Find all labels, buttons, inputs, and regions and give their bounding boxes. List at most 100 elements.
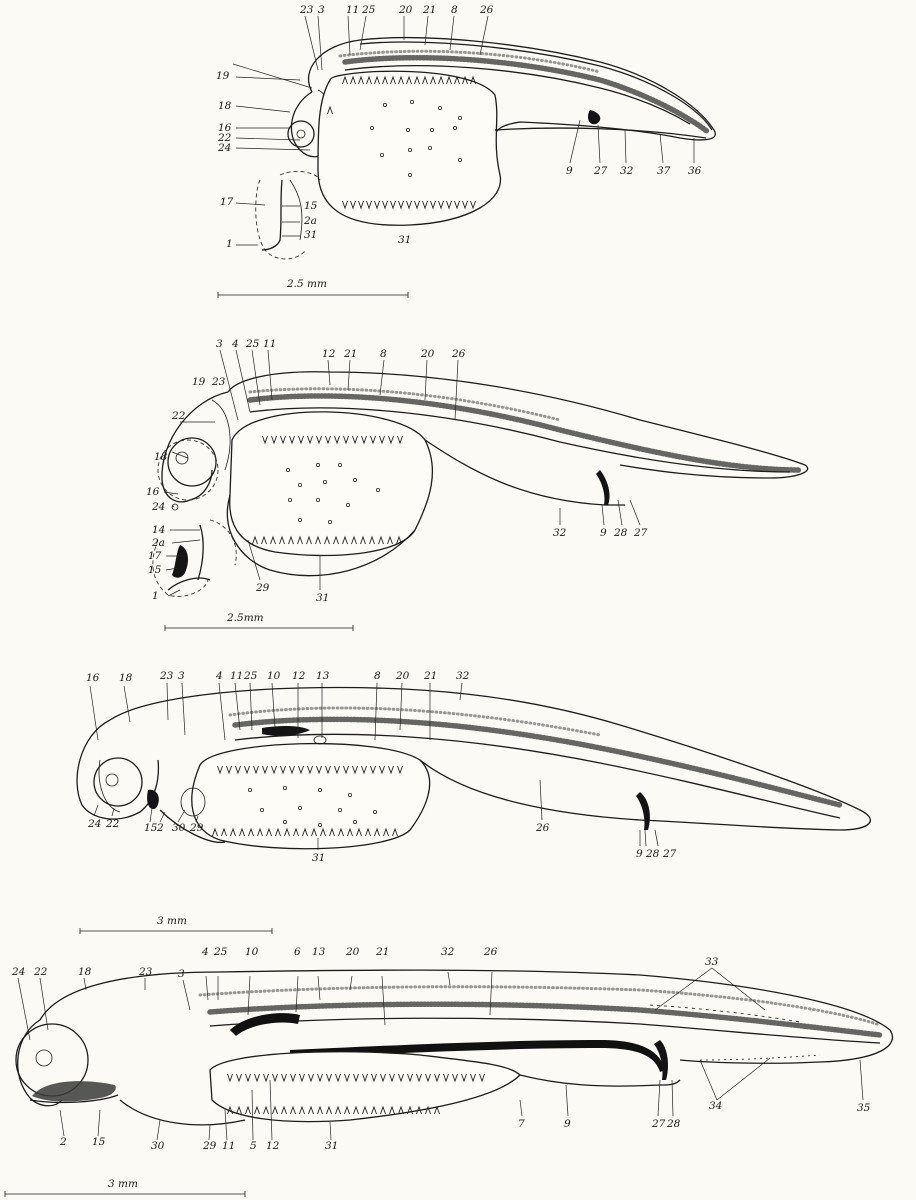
label-25: 25 <box>244 670 257 682</box>
scale-bar-b <box>165 625 353 631</box>
label-28: 28 <box>614 527 627 539</box>
label-3: 3 <box>318 4 325 16</box>
scale-bar-d <box>5 1191 245 1197</box>
label-31: 31 <box>398 234 411 246</box>
label-16: 16 <box>146 486 159 498</box>
label-1: 1 <box>152 590 159 602</box>
label-29: 29 <box>203 1140 216 1152</box>
label-2: 2 <box>157 822 164 834</box>
label-34: 34 <box>709 1100 722 1112</box>
label-30: 30 <box>172 822 185 834</box>
label-20: 20 <box>421 348 434 360</box>
label-23: 23 <box>160 670 173 682</box>
label-12: 12 <box>322 348 335 360</box>
label-27: 27 <box>634 527 647 539</box>
label-4: 4 <box>216 670 223 682</box>
label-9: 9 <box>566 165 573 177</box>
label-12: 12 <box>292 670 305 682</box>
label-8: 8 <box>451 4 458 16</box>
label-20: 20 <box>396 670 409 682</box>
label-21: 21 <box>376 946 389 958</box>
label-20: 20 <box>399 4 412 16</box>
label-11: 11 <box>346 4 359 16</box>
label-24: 24 <box>88 818 101 830</box>
label-29: 29 <box>256 582 269 594</box>
label-25: 25 <box>362 4 375 16</box>
label-9: 9 <box>636 848 643 860</box>
label-22: 22 <box>106 818 119 830</box>
label-31: 31 <box>316 592 329 604</box>
label-36: 36 <box>688 165 701 177</box>
label-35: 35 <box>857 1102 870 1114</box>
label-18: 18 <box>78 966 91 978</box>
label-18: 18 <box>119 672 132 684</box>
label-26: 26 <box>484 946 497 958</box>
figure-b-drawing <box>153 372 808 597</box>
label-16: 16 <box>86 672 99 684</box>
scale-label-b: 2.5mm <box>227 612 264 624</box>
label-3: 3 <box>178 670 185 682</box>
label-28: 28 <box>646 848 659 860</box>
label-24: 24 <box>152 501 165 513</box>
label-26: 26 <box>536 822 549 834</box>
label-3: 3 <box>178 968 185 980</box>
label-21: 21 <box>424 670 437 682</box>
label-4: 4 <box>202 946 209 958</box>
scale-label-a: 2.5 mm <box>287 278 327 290</box>
label-8: 8 <box>380 348 387 360</box>
label-20: 20 <box>346 946 359 958</box>
label-37: 37 <box>657 165 670 177</box>
label-11: 11 <box>230 670 243 682</box>
label-23: 23 <box>139 966 152 978</box>
label-5: 5 <box>250 1140 257 1152</box>
yolk-chevron <box>435 1107 440 1114</box>
scale-label-d: 3 mm <box>108 1178 138 1190</box>
scale-label-c: 3 mm <box>157 915 187 927</box>
scale-bar-a <box>218 292 408 298</box>
figure-d-drawing <box>16 970 892 1125</box>
label-30: 30 <box>151 1140 164 1152</box>
label-19: 19 <box>216 70 229 82</box>
label-15: 15 <box>144 822 157 834</box>
label-13: 13 <box>316 670 329 682</box>
label-24: 24 <box>218 142 231 154</box>
label-2a: 2a <box>304 215 317 227</box>
label-22: 22 <box>34 966 47 978</box>
label-32: 32 <box>620 165 633 177</box>
label-22: 22 <box>172 410 185 422</box>
label-29: 29 <box>190 822 203 834</box>
label-24: 24 <box>12 966 25 978</box>
label-23: 23 <box>300 4 313 16</box>
label-33: 33 <box>705 956 718 968</box>
label-13: 13 <box>312 946 325 958</box>
label-15: 15 <box>304 200 317 212</box>
scale-bar-c <box>80 928 272 934</box>
label-2: 2 <box>60 1136 67 1148</box>
label-4: 4 <box>232 338 239 350</box>
label-31-inset: 31 <box>304 229 317 241</box>
label-31: 31 <box>325 1140 338 1152</box>
label-21: 21 <box>423 4 436 16</box>
label-19: 19 <box>192 376 205 388</box>
label-17: 17 <box>148 550 161 562</box>
label-15: 15 <box>148 564 161 576</box>
label-32: 32 <box>441 946 454 958</box>
label-7: 7 <box>518 1118 525 1130</box>
label-14: 14 <box>152 524 165 536</box>
label-9: 9 <box>600 527 607 539</box>
label-25: 25 <box>246 338 259 350</box>
label-3: 3 <box>216 338 223 350</box>
label-1: 1 <box>226 238 233 250</box>
label-32: 32 <box>456 670 469 682</box>
label-27: 27 <box>594 165 607 177</box>
label-26: 26 <box>452 348 465 360</box>
label-11: 11 <box>222 1140 235 1152</box>
label-10: 10 <box>245 946 258 958</box>
label-32: 32 <box>553 527 566 539</box>
label-27: 27 <box>652 1118 665 1130</box>
label-21: 21 <box>344 348 357 360</box>
label-10: 10 <box>267 670 280 682</box>
label-6: 6 <box>294 946 301 958</box>
